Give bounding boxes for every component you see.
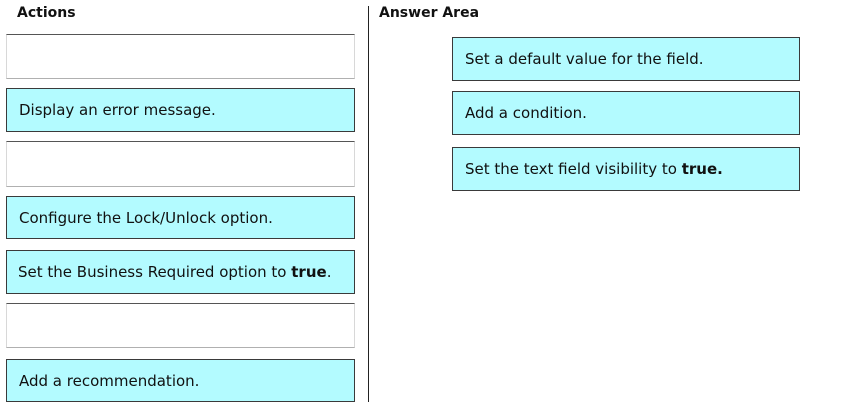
answer-area-heading: Answer Area	[379, 5, 480, 21]
action-label: Set the Business Required option to	[18, 263, 287, 281]
empty-action-slot-2[interactable]	[6, 141, 355, 187]
empty-action-slot-1[interactable]	[6, 34, 355, 79]
action-label: Add a recommendation.	[19, 371, 200, 390]
answer-add-condition[interactable]: Add a condition.	[452, 91, 800, 135]
answer-set-default-value[interactable]: Set a default value for the field.	[452, 37, 800, 81]
action-add-recommendation[interactable]: Add a recommendation.	[6, 359, 355, 402]
action-label: Configure the Lock/Unlock option.	[19, 208, 273, 227]
action-configure-lock-unlock[interactable]: Configure the Lock/Unlock option.	[6, 196, 355, 239]
answer-label: Set a default value for the field.	[465, 50, 704, 68]
action-label-suffix: .	[326, 263, 332, 281]
action-label-bold: true	[291, 263, 327, 281]
answer-label-bold: true.	[681, 160, 723, 178]
action-display-error-message[interactable]: Display an error message.	[6, 88, 355, 132]
answer-label: Set the text field visibility to	[465, 160, 677, 178]
action-set-business-required[interactable]: Set the Business Required option to true…	[6, 250, 355, 294]
action-label: Display an error message.	[19, 101, 216, 119]
column-divider	[368, 6, 369, 402]
answer-set-text-field-visibility[interactable]: Set the text field visibility to true.	[452, 147, 800, 191]
empty-action-slot-3[interactable]	[6, 303, 355, 348]
actions-heading: Actions	[17, 5, 76, 21]
answer-label: Add a condition.	[465, 104, 587, 122]
